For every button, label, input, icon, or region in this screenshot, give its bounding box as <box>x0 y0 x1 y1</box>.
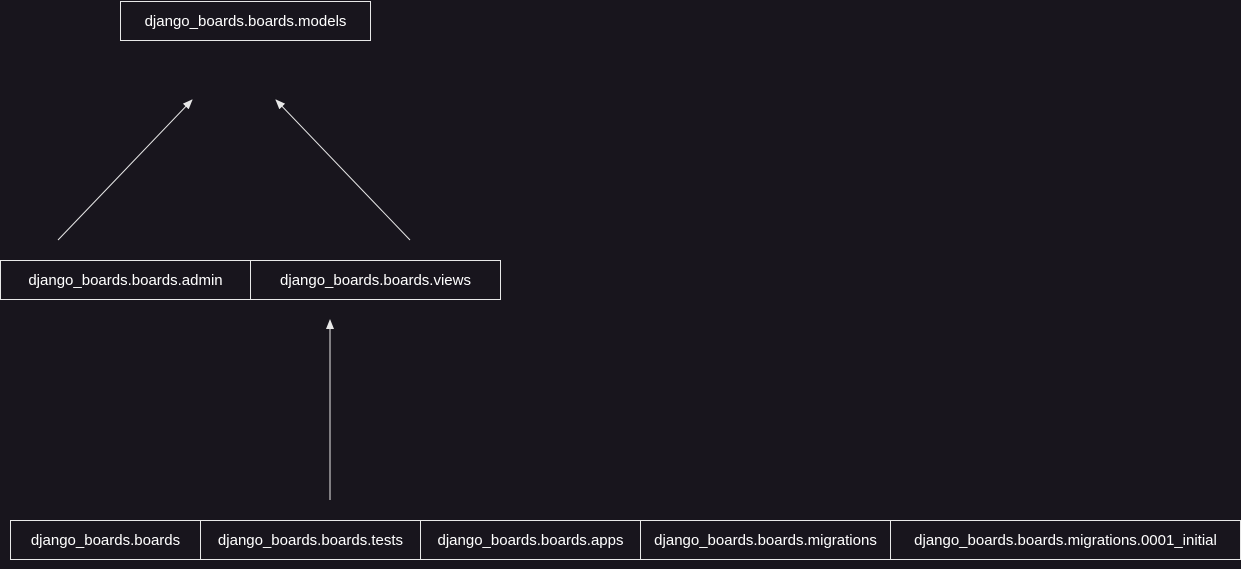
node-admin[interactable]: django_boards.boards.admin <box>0 260 251 300</box>
node-tests[interactable]: django_boards.boards.tests <box>200 520 421 560</box>
node-boards[interactable]: django_boards.boards <box>10 520 201 560</box>
node-migrations[interactable]: django_boards.boards.migrations <box>640 520 891 560</box>
node-views[interactable]: django_boards.boards.views <box>250 260 501 300</box>
node-apps[interactable]: django_boards.boards.apps <box>420 520 641 560</box>
node-migration-initial[interactable]: django_boards.boards.migrations.0001_ini… <box>890 520 1241 560</box>
edge-admin-to-models <box>57 99 193 241</box>
node-models[interactable]: django_boards.boards.models <box>120 1 371 41</box>
edge-views-to-models <box>275 99 411 241</box>
